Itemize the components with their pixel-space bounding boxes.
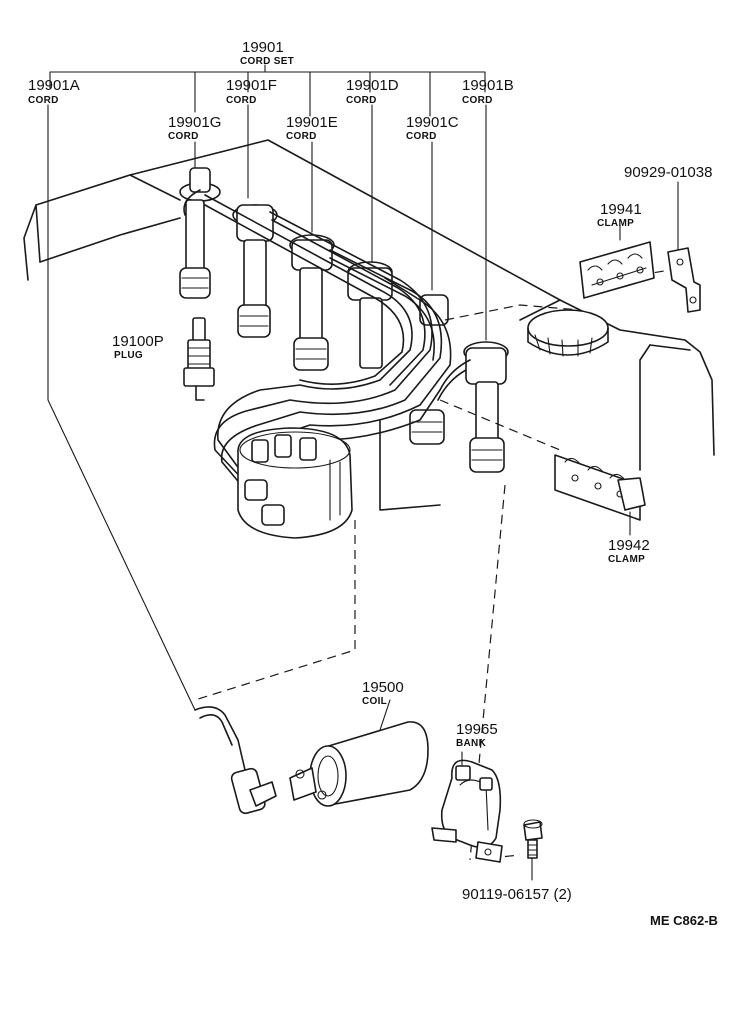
label-cord-c-number: 19901C [406, 114, 459, 131]
clamp-19942 [554, 454, 646, 536]
label-bracket-number: 90929-01038 [624, 164, 712, 181]
label-cord-set-number: 19901 [242, 39, 284, 56]
label-cord-e-number: 19901E [286, 114, 338, 131]
label-cord-b-name: CORD [462, 95, 493, 106]
clamp-19941 [579, 224, 655, 299]
label-clamp-1-name: CLAMP [597, 218, 634, 229]
oil-filler-cap [527, 309, 609, 357]
spark-plug [183, 317, 215, 401]
label-clamp-1-number: 19941 [600, 201, 642, 218]
ignition-coil [289, 699, 429, 807]
label-cord-set-name: CORD SET [240, 56, 294, 67]
label-plug-name: PLUG [114, 350, 143, 361]
bracket-90929-01038 [667, 181, 701, 313]
label-cord-f-name: CORD [226, 95, 257, 106]
distributor-cap [237, 427, 353, 539]
plug-cord-b-boot [463, 341, 509, 473]
plug-cord-g-boot [179, 167, 221, 299]
label-cord-b-number: 19901B [462, 77, 514, 94]
coil-bank [431, 751, 503, 863]
label-cord-d-name: CORD [346, 95, 377, 106]
label-cord-g-name: CORD [168, 131, 199, 142]
label-bolt-number: 90119-06157 (2) [462, 886, 572, 903]
coil-lead [194, 706, 277, 815]
label-cord-d-number: 19901D [346, 77, 399, 94]
label-cord-a-name: CORD [28, 95, 59, 106]
label-cord-c-name: CORD [406, 131, 437, 142]
label-bank-name: BANK [456, 738, 487, 749]
label-clamp-2-number: 19942 [608, 537, 650, 554]
label-bank-number: 19965 [456, 721, 498, 738]
label-cord-g-number: 19901G [168, 114, 221, 131]
label-cord-a-number: 19901A [28, 77, 80, 94]
cord-bundle [183, 189, 471, 499]
label-coil-number: 19500 [362, 679, 404, 696]
label-cord-f-number: 19901F [226, 77, 277, 94]
label-plug-number: 19100P [112, 333, 164, 350]
diagram-code: ME C862-B [650, 913, 718, 928]
label-clamp-2-name: CLAMP [608, 554, 645, 565]
engine-outline [23, 139, 715, 511]
bolt-90119-06157 [523, 819, 543, 881]
cord-set-leader [47, 64, 487, 711]
label-coil-name: COIL [362, 696, 387, 707]
label-cord-e-name: CORD [286, 131, 317, 142]
